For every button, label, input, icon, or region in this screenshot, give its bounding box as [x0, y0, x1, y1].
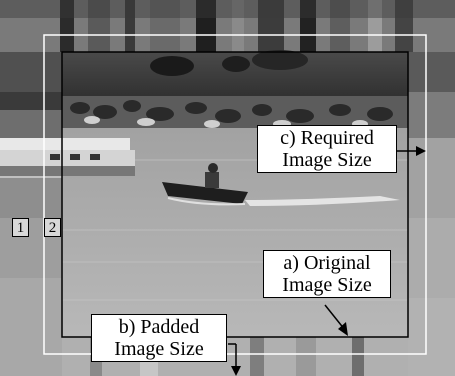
left-horizontal-streaks [0, 52, 62, 376]
motorboat [162, 163, 400, 206]
original-size-arrow [324, 304, 348, 336]
required-size-arrow [396, 146, 426, 156]
original-size-label: a) Original Image Size [263, 250, 391, 298]
padded-size-label-line1: b) Padded [118, 316, 200, 338]
original-size-label-line1: a) Original [283, 252, 371, 274]
marker-2: 2 [44, 218, 61, 237]
ferry-boat [0, 138, 135, 176]
marker-1: 1 [12, 218, 29, 237]
right-horizontal-streaks [408, 52, 455, 376]
required-size-label: c) Required Image Size [257, 125, 397, 173]
padded-image-boundary [43, 34, 427, 355]
padded-size-arrow [228, 343, 241, 376]
padded-size-label: b) Padded Image Size [91, 314, 227, 362]
original-image-boundary [61, 51, 409, 338]
original-size-label-line2: Image Size [282, 274, 372, 296]
padded-size-label-line2: Image Size [114, 338, 204, 360]
top-vertical-streaks [0, 0, 455, 52]
required-size-label-line2: Image Size [282, 149, 372, 171]
required-size-label-line1: c) Required [280, 127, 374, 149]
